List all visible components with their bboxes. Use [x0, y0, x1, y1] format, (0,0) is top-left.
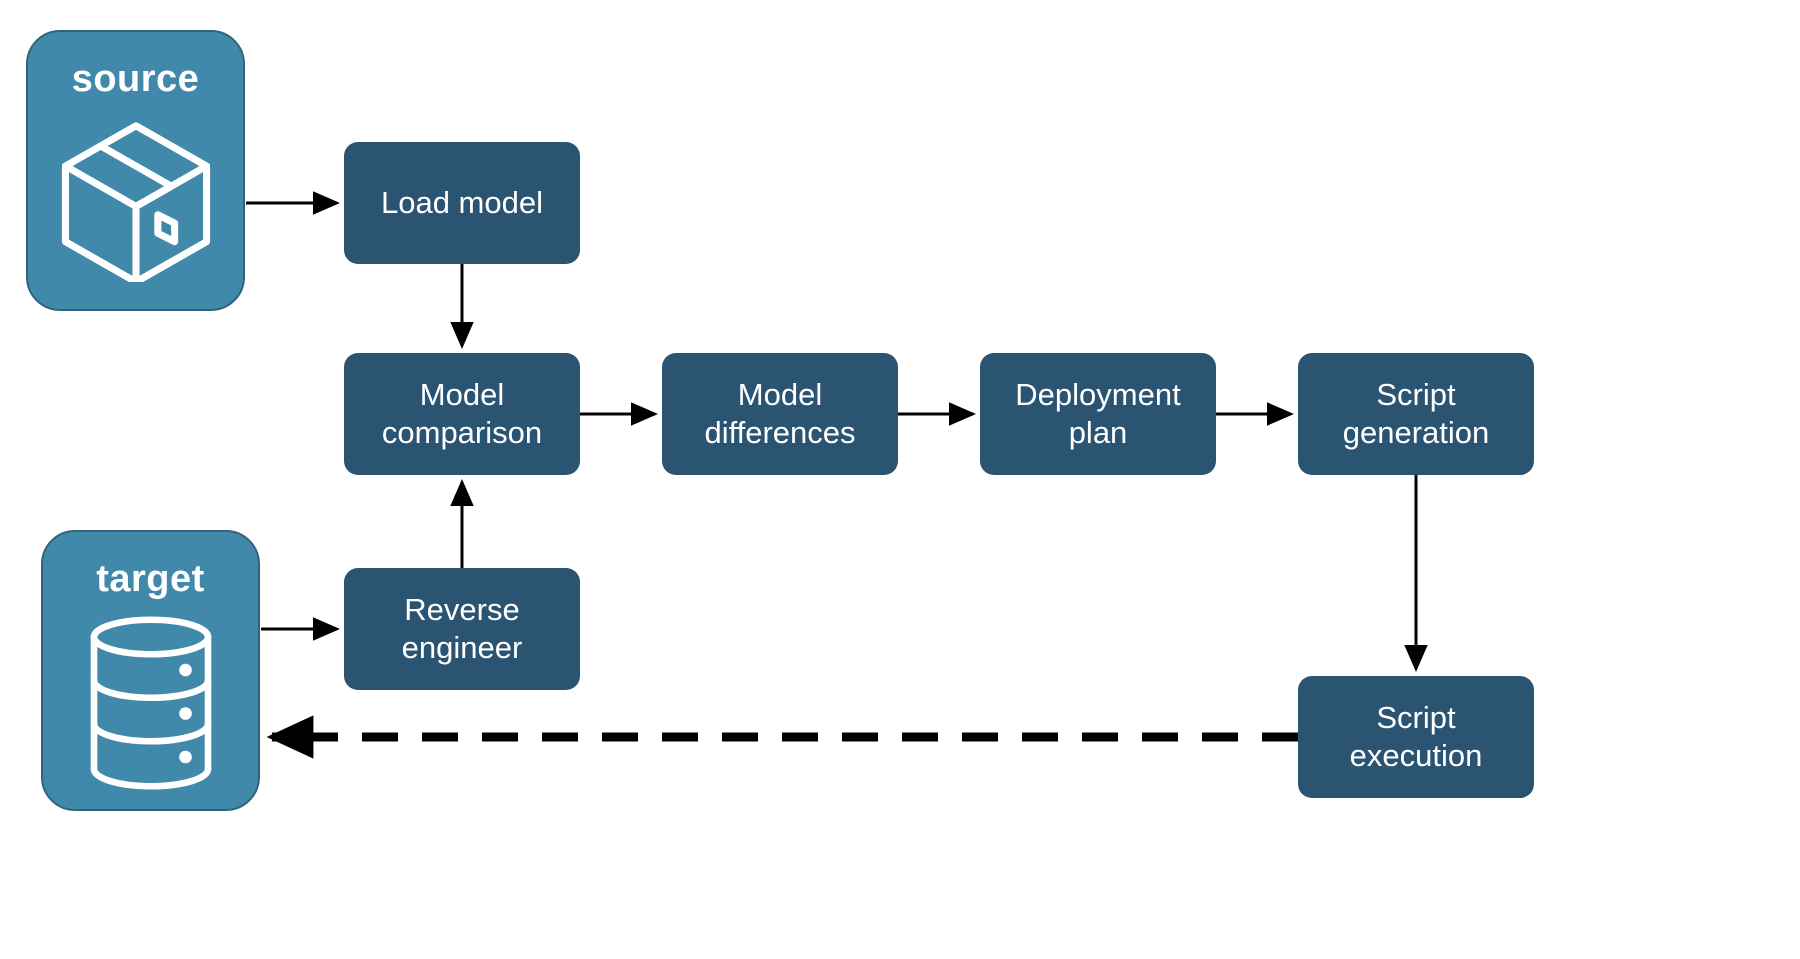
- node-model-comparison[interactable]: Model comparison: [344, 353, 580, 475]
- node-script-generation[interactable]: Script generation: [1298, 353, 1534, 475]
- endpoint-target-label: target: [96, 558, 205, 600]
- node-reverse-engineer[interactable]: Reverse engineer: [344, 568, 580, 690]
- endpoint-source[interactable]: source: [26, 30, 245, 311]
- endpoint-target[interactable]: target: [41, 530, 260, 811]
- node-load-model[interactable]: Load model: [344, 142, 580, 264]
- node-deployment-plan[interactable]: Deployment plan: [980, 353, 1216, 475]
- database-cylinder-icon: [76, 614, 226, 797]
- package-box-icon: [52, 114, 220, 287]
- node-script-execution[interactable]: Script execution: [1298, 676, 1534, 798]
- endpoint-source-label: source: [71, 58, 200, 100]
- node-model-differences[interactable]: Model differences: [662, 353, 898, 475]
